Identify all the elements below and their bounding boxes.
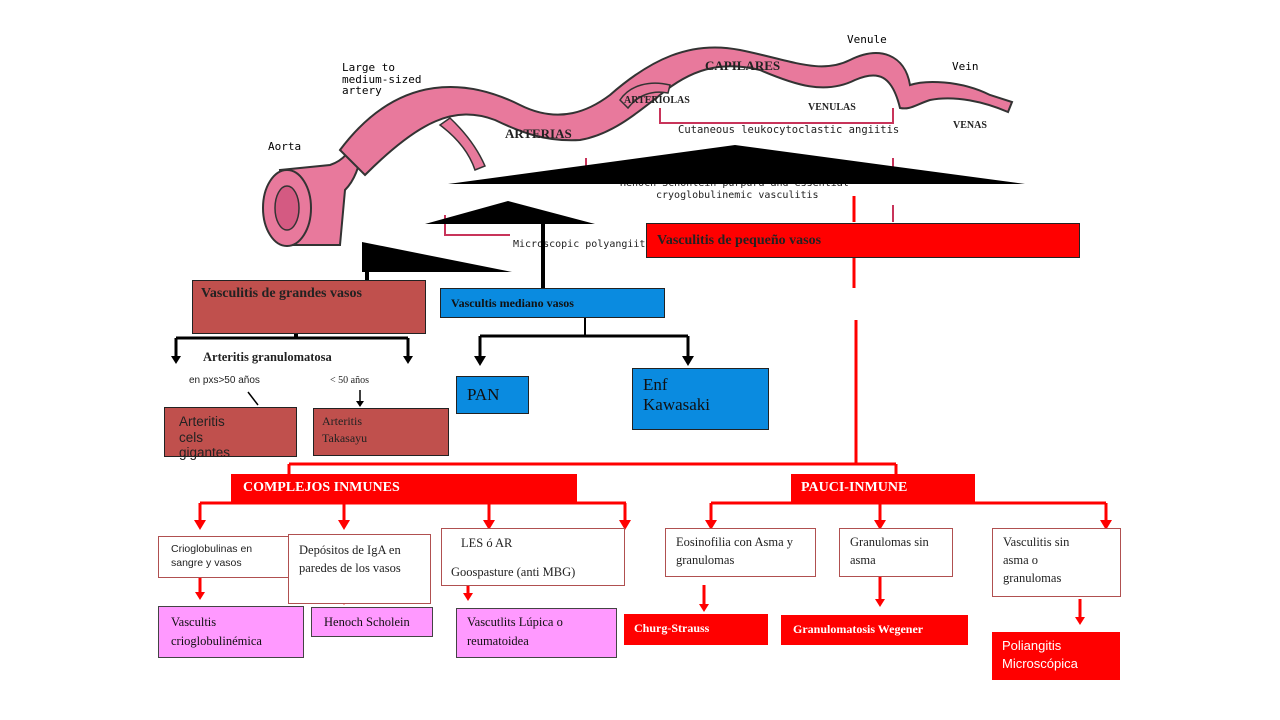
age-over-50-label: en pxs>50 años (189, 375, 260, 386)
granulomas-sin-asma-box: Granulomas sin asma (839, 528, 953, 577)
medium-right-arrow (682, 356, 694, 366)
arterias-label: ARTERIAS (505, 126, 572, 141)
eos-to-disease-arrow (699, 604, 709, 612)
kawasaki-box: Enf Kawasaki (632, 368, 769, 430)
artery-branch-2 (619, 82, 671, 110)
large-vessel-box: Vasculitis de grandes vasos (192, 280, 426, 334)
crioglobulinas-label: Crioglobulinas en sangre y vasos (171, 543, 253, 570)
large-vessel-label: Vasculitis de grandes vasos (201, 286, 362, 301)
large-right-arrow (403, 356, 413, 364)
wegener-box: Granulomatosis Wegener (781, 615, 968, 645)
venas-label: VENAS (953, 120, 987, 131)
age-under-50-label: < 50 años (330, 375, 369, 386)
churg-strauss-box: Churg-Strauss (624, 614, 768, 645)
eosinofilia-label: Eosinofilia con Asma y granulomas (676, 535, 793, 568)
kawasaki-label: Enf Kawasaki (643, 375, 711, 415)
wedge-small (448, 145, 1025, 184)
iga-deposits-box: Depósitos de IgA en paredes de los vasos (288, 534, 431, 604)
branch-good-arrow (619, 520, 631, 530)
capilares-label: CAPILARES (705, 58, 781, 73)
wedge-large (362, 242, 512, 272)
cutaneous-range-line (659, 108, 894, 124)
small-vessel-label: Vasculitis de pequeño vasos (657, 233, 822, 248)
branch-les-arrow (483, 520, 495, 530)
giant-cell-arteritis-box: Arteritis cels gigantes (164, 407, 297, 460)
sin-to-disease-arrow (1075, 617, 1085, 625)
takayasu-arteritis-box: Arteritis Takasayu (313, 408, 449, 456)
branch-iga-arrow (338, 520, 350, 530)
granulomas-sin-asma-label: Granulomas sin asma (850, 535, 929, 568)
churg-strauss-label: Churg-Strauss (634, 621, 710, 635)
poliangitis-label: Poliangitis Microscópica (1002, 638, 1078, 671)
cryoglobulinemic-overlay-label: cryoglobulinemic vasculitis (656, 190, 819, 201)
branch-gran-arrow (874, 520, 886, 530)
takayasu-arteritis-label: Arteritis Takasayu (322, 414, 368, 445)
goodpasture-label: Goospasture (anti MBG) (451, 565, 576, 579)
large-left-arrow (171, 356, 181, 364)
sin-asma-box: Vasculitis sin asma o granulomas (992, 528, 1121, 597)
pan-label: PAN (467, 385, 500, 404)
crioglobulinemica-label: Vascultis crioglobulinémica (171, 615, 262, 648)
medium-left-arrow (474, 356, 486, 366)
eosinofilia-box: Eosinofilia con Asma y granulomas (665, 528, 816, 577)
wegener-label: Granulomatosis Wegener (793, 622, 924, 636)
poliangitis-box: Poliangitis Microscópica (992, 632, 1120, 680)
giant-cell-arteritis-label: Arteritis cels gigantes (179, 414, 231, 461)
henoch-box: Henoch Scholein (311, 607, 433, 637)
les-ar-label: LES ó AR (461, 536, 513, 550)
branch-sin-arrow (1100, 520, 1112, 530)
large-artery-label: Large to medium-sized artery (342, 61, 422, 98)
crio-to-disease-arrow (195, 592, 205, 600)
sin-asma-label: Vasculitis sin asma o granulomas (1003, 535, 1070, 586)
aorta-label: Aorta (268, 140, 302, 153)
microscopic-overlay-label: Microscopic polyangiitis (513, 239, 658, 250)
medium-vessel-box: Vascultis mediano vasos (440, 288, 665, 318)
takayasu-arrowhead (356, 401, 364, 407)
venule-label: Venule (847, 33, 887, 46)
small-vessel-box: Vasculitis de pequeño vasos (646, 223, 1080, 258)
crioglobulinemica-box: Vascultis crioglobulinémica (158, 606, 304, 658)
wedge-medium (425, 201, 595, 224)
complejos-inmunes-label: COMPLEJOS INMUNES (243, 480, 400, 495)
medium-vessel-label: Vascultis mediano vasos (451, 296, 574, 310)
cutaneous-label: Cutaneous leukocytoclastic angiitis (678, 124, 900, 136)
pauci-inmune-label: PAUCI-INMUNE (801, 480, 908, 495)
artery-arc (338, 46, 1014, 177)
arteriolas-label: ARTERIOLAS (624, 95, 690, 106)
crioglobulinas-box: Crioglobulinas en sangre y vasos (158, 536, 292, 578)
branch-eos-arrow (705, 520, 717, 530)
artery-branch-1 (438, 117, 486, 171)
giant-cell-pointer (247, 391, 259, 406)
pan-box: PAN (456, 376, 529, 414)
les-ar-box: LES ó AR Goospasture (anti MBG) (441, 528, 625, 586)
good-to-disease-arrow (463, 593, 473, 601)
branch-crio-arrow (194, 520, 206, 530)
gran-to-disease-arrow (875, 599, 885, 607)
lupica-label: Vascutlits Lúpica o reumatoidea (467, 615, 563, 649)
lupica-box: Vascutlits Lúpica o reumatoidea (456, 608, 617, 658)
pauci-inmune-box: PAUCI-INMUNE (791, 474, 975, 503)
complejos-inmunes-box: COMPLEJOS INMUNES (231, 474, 577, 503)
iga-deposits-label: Depósitos de IgA en paredes de los vasos (299, 543, 401, 576)
aorta-lumen (274, 185, 300, 231)
vein-label: Vein (952, 60, 979, 73)
venulas-label: VENULAS (808, 102, 856, 113)
henoch-label: Henoch Scholein (324, 615, 410, 629)
granulomatous-arteritis-label: Arteritis granulomatosa (203, 350, 332, 364)
